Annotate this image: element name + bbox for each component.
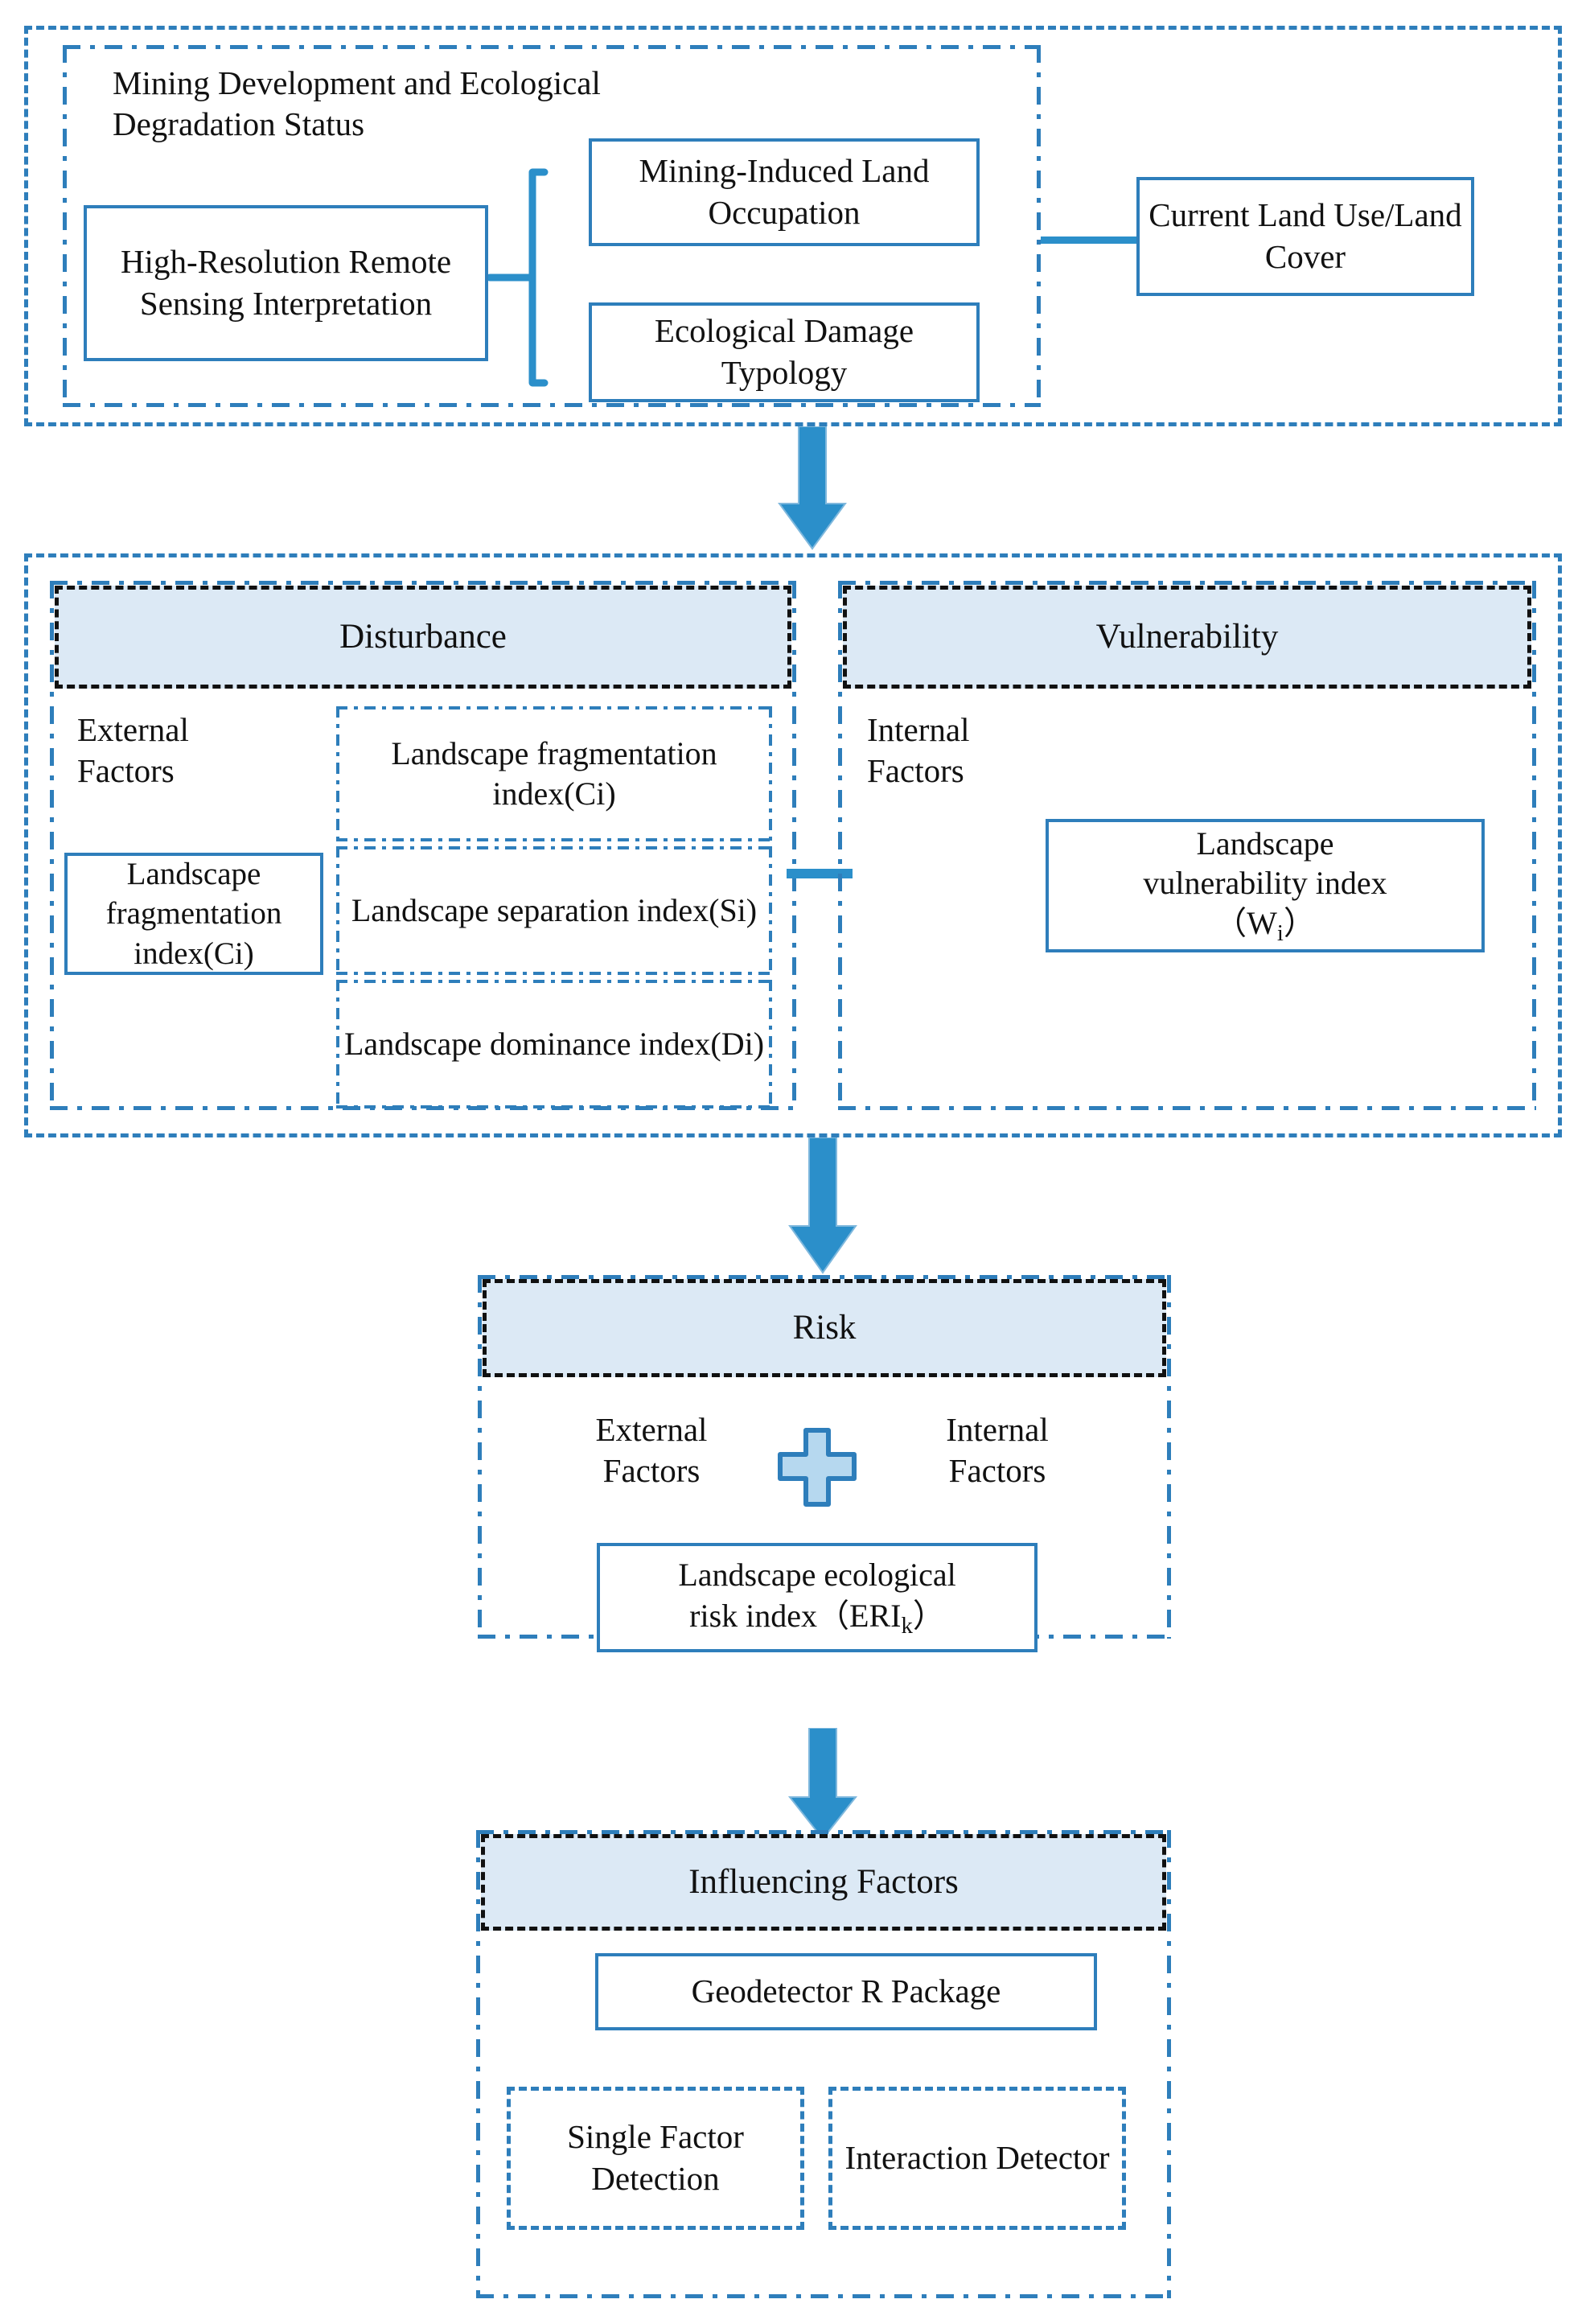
mining-induced-land-occupation-box: Mining-Induced Land Occupation [589, 138, 980, 246]
landscape-vulnerability-index-box: Landscape vulnerability index （Wi） [1046, 819, 1485, 952]
eri-line1: Landscape ecological [678, 1557, 956, 1594]
arrow-section3-to-section4 [779, 1727, 867, 1842]
index-box-dominance: Landscape dominance index(Di) [336, 980, 772, 1109]
geodetector-r-package-box: Geodetector R Package [595, 1953, 1097, 2030]
index-box-dominance-label: Landscape dominance index(Di) [344, 1025, 765, 1062]
down-arrow-icon [778, 426, 847, 550]
vulnerability-header-label: Vulnerability [1095, 617, 1279, 656]
wi-subscript: i [1276, 919, 1284, 946]
section2-outer-container [24, 553, 1562, 1137]
section1-outer-container [24, 26, 1562, 426]
disturbance-header: Disturbance [55, 586, 791, 689]
index-box-separation: Landscape separation index(Si) [336, 846, 772, 975]
eri-line2: risk index（ERIk） [678, 1596, 955, 1640]
landscape-vulnerability-index-line3: （Wi） [1143, 903, 1387, 948]
interaction-detector-box: Interaction Detector [828, 2087, 1126, 2230]
landscape-vulnerability-index-line2: vulnerability index [1143, 865, 1387, 902]
risk-external-factors-label: External Factors [595, 1411, 708, 1489]
eri-suffix: ） [912, 1597, 945, 1634]
ecological-damage-typology-box: Ecological Damage Typology [589, 302, 980, 402]
plus-operator [774, 1425, 861, 1509]
wi-suffix: ） [1283, 904, 1316, 941]
landscape-ecological-risk-index-box: Landscape ecological risk index（ERIk） [597, 1543, 1038, 1652]
down-arrow-icon [787, 1727, 858, 1841]
disturbance-external-factors-label: External Factors [77, 711, 189, 789]
influencing-factors-header-label: Influencing Factors [688, 1862, 959, 1901]
current-land-use-land-cover-label: Current Land Use/Land Cover [1148, 196, 1462, 275]
eri-subscript: k [901, 1612, 913, 1639]
arrow-section1-to-section2 [768, 426, 857, 552]
vulnerability-header: Vulnerability [843, 586, 1531, 689]
high-resolution-remote-sensing-box: High-Resolution Remote Sensing Interpret… [84, 205, 488, 361]
plus-icon [778, 1428, 857, 1507]
disturbance-fragmentation-solid-box: Landscape fragmentation index(Ci) [64, 853, 323, 975]
arrow-section2-to-section3 [779, 1137, 867, 1276]
disturbance-header-label: Disturbance [339, 617, 507, 656]
risk-internal-factors-label: Internal Factors [946, 1411, 1049, 1489]
influencing-factors-header: Influencing Factors [481, 1834, 1166, 1931]
risk-header-label: Risk [792, 1308, 857, 1347]
risk-header: Risk [483, 1279, 1166, 1377]
ecological-damage-typology-label: Ecological Damage Typology [654, 312, 914, 391]
interaction-detector-label: Interaction Detector [844, 2139, 1110, 2177]
current-land-use-land-cover-box: Current Land Use/Land Cover [1136, 177, 1474, 296]
down-arrow-icon [788, 1137, 857, 1274]
single-factor-detection-label: Single Factor Detection [567, 2118, 744, 2197]
wi-prefix: （W [1214, 904, 1277, 941]
landscape-vulnerability-index-line1: Landscape [1196, 825, 1334, 862]
index-box-fragmentation-label: Landscape fragmentation index(Ci) [391, 734, 717, 812]
mining-induced-land-occupation-label: Mining-Induced Land Occupation [639, 152, 930, 231]
geodetector-r-package-label: Geodetector R Package [691, 1972, 1001, 2010]
curly-brace-icon [486, 168, 549, 387]
index-box-separation-label: Landscape separation index(Si) [351, 891, 758, 928]
link-between-panels-line [787, 869, 853, 878]
index-box-fragmentation: Landscape fragmentation index(Ci) [336, 706, 772, 841]
vulnerability-internal-factors-label: Internal Factors [867, 711, 970, 789]
disturbance-fragmentation-solid-label: Landscape fragmentation index(Ci) [105, 857, 282, 971]
curly-brace-connector [486, 161, 585, 394]
high-resolution-remote-sensing-label: High-Resolution Remote Sensing Interpret… [120, 243, 452, 322]
eri-prefix: risk index（ERI [689, 1597, 902, 1634]
link-to-lulc-line [1041, 237, 1140, 244]
single-factor-detection-box: Single Factor Detection [507, 2087, 804, 2230]
section1-group-title: Mining Development and Ecological Degrad… [113, 64, 601, 142]
